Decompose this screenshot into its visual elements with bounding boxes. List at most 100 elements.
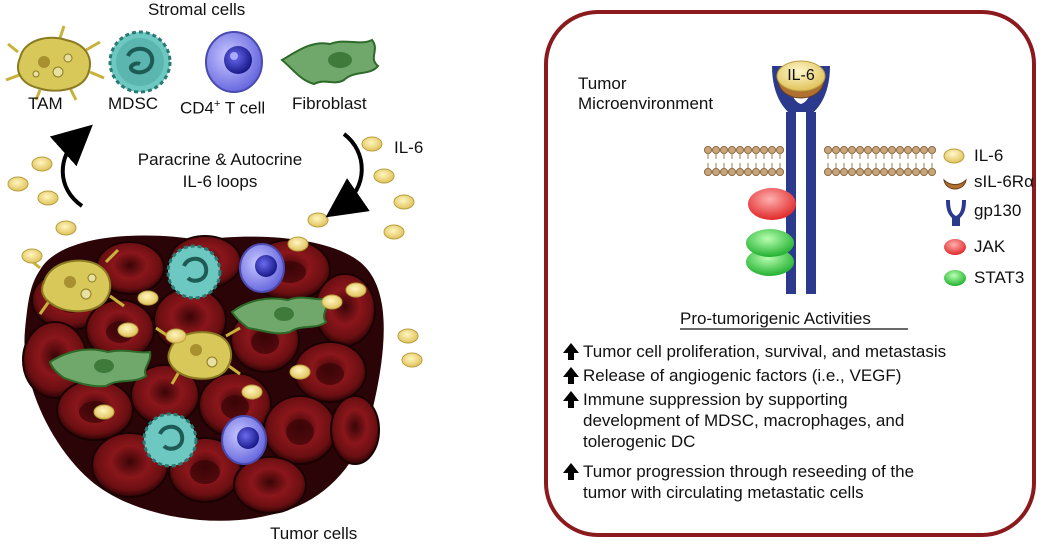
- il6-particles: [7, 136, 423, 420]
- tam-cell-icon: [5, 25, 105, 101]
- lipid-head: [712, 167, 721, 176]
- activity-item-3: Immune suppression by supporting develop…: [583, 390, 905, 451]
- lipid-head: [920, 145, 929, 154]
- lipid-head: [880, 145, 889, 154]
- microenvironment-line2: Microenvironment: [578, 94, 714, 113]
- lipid-head: [920, 167, 929, 176]
- lipid-head: [736, 167, 745, 176]
- paracrine-arrow-right: [325, 132, 370, 218]
- up-arrow-icon: [563, 343, 579, 361]
- lipid-head: [768, 145, 777, 154]
- legend-sil6r-label: sIL-6Rα: [974, 172, 1034, 191]
- mdsc-label: MDSC: [108, 94, 159, 113]
- lipid-head: [832, 145, 841, 154]
- legend-jak-label: JAK: [974, 237, 1006, 256]
- legend-gp130-icon: [946, 200, 966, 226]
- stat3-protein-icon: [746, 229, 794, 276]
- up-arrow-icon: [563, 391, 579, 409]
- tumor-cells-label: Tumor cells: [270, 524, 358, 543]
- lipid-head: [704, 145, 713, 154]
- legend-stat3-label: STAT3: [974, 268, 1025, 287]
- lipid-head: [704, 167, 713, 176]
- lipid-head: [824, 145, 833, 154]
- lipid-head: [832, 167, 841, 176]
- lipid-head: [744, 145, 753, 154]
- lipid-head: [928, 167, 937, 176]
- il6-ligand-icon: [776, 60, 826, 92]
- lipid-head: [744, 167, 753, 176]
- mdsc-cell-icon: [166, 244, 222, 300]
- activity-item-1: Tumor cell proliferation, survival, and …: [583, 342, 947, 361]
- lipid-head: [872, 167, 881, 176]
- activity-item-4: Tumor progression through reseeding of t…: [583, 462, 915, 502]
- lipid-head: [904, 167, 913, 176]
- lipid-head: [912, 167, 921, 176]
- lipid-head: [904, 145, 913, 154]
- lipid-head: [864, 167, 873, 176]
- legend-sil6r-icon: [943, 178, 967, 190]
- mdsc-cell-icon: [108, 30, 172, 94]
- lipid-head: [824, 167, 833, 176]
- legend-il6-label: IL-6: [974, 146, 1004, 165]
- lipid-head: [880, 167, 889, 176]
- activity-item-2: Release of angiogenic factors (i.e., VEG…: [583, 366, 902, 385]
- lipid-head: [888, 145, 897, 154]
- legend-il6-icon: [943, 148, 965, 164]
- autocrine-arrow-left: [49, 124, 93, 208]
- activities-title: Pro-tumorigenic Activities: [680, 309, 871, 328]
- cd4-t-cell-icon: [221, 415, 267, 465]
- jak-protein-icon: [748, 188, 796, 220]
- lipid-head: [752, 145, 761, 154]
- tam-label: TAM: [28, 94, 63, 113]
- loop-label-line1: Paracrine & Autocrine: [137, 150, 303, 169]
- lipid-head: [776, 167, 785, 176]
- lipid-head: [776, 145, 785, 154]
- lipid-head: [728, 145, 737, 154]
- membrane-lipids: [704, 145, 937, 176]
- lipid-head: [720, 167, 729, 176]
- microenvironment-line1: Tumor: [578, 74, 627, 93]
- il6-label: IL-6: [394, 138, 424, 157]
- mdsc-cell-icon: [142, 412, 198, 468]
- lipid-head: [856, 167, 865, 176]
- lipid-head: [840, 167, 849, 176]
- legend-stat3-icon: [944, 270, 966, 286]
- lipid-head: [896, 167, 905, 176]
- loop-label-line2: IL-6 loops: [182, 172, 258, 191]
- legend-gp130-label: gp130: [974, 201, 1022, 220]
- lipid-head: [760, 145, 769, 154]
- signaling-panel: [544, 10, 1036, 537]
- lipid-head: [896, 145, 905, 154]
- fibroblast-cell-icon: [280, 38, 380, 86]
- lipid-head: [752, 167, 761, 176]
- lipid-head: [840, 145, 849, 154]
- lipid-head: [728, 167, 737, 176]
- lipid-head: [712, 145, 721, 154]
- lipid-head: [760, 167, 769, 176]
- fibroblast-cell-icon: [48, 348, 152, 388]
- lipid-head: [736, 145, 745, 154]
- left-diagram: [5, 25, 423, 521]
- fibroblast-cell-icon: [230, 296, 328, 335]
- lipid-head: [848, 167, 857, 176]
- lipid-head: [864, 145, 873, 154]
- fibroblast-label: Fibroblast: [292, 94, 367, 113]
- cd4-t-cell-icon: [205, 31, 263, 93]
- lipid-head: [720, 145, 729, 154]
- lipid-head: [848, 145, 857, 154]
- cd4-t-cell-icon: [239, 243, 285, 293]
- stromal-cells-title: Stromal cells: [148, 0, 246, 19]
- lipid-head: [856, 145, 865, 154]
- tam-cell-icon: [155, 326, 241, 385]
- lipid-head: [928, 145, 937, 154]
- lipid-head: [872, 145, 881, 154]
- lipid-head: [888, 167, 897, 176]
- cd4-t-cell-label: CD4+ T cell: [180, 98, 266, 118]
- lipid-head: [768, 167, 777, 176]
- up-arrow-icon: [563, 463, 579, 481]
- il6-ligand-label: IL-6: [787, 67, 815, 84]
- up-arrow-icon: [563, 367, 579, 385]
- lipid-head: [912, 145, 921, 154]
- legend-jak-icon: [944, 239, 966, 255]
